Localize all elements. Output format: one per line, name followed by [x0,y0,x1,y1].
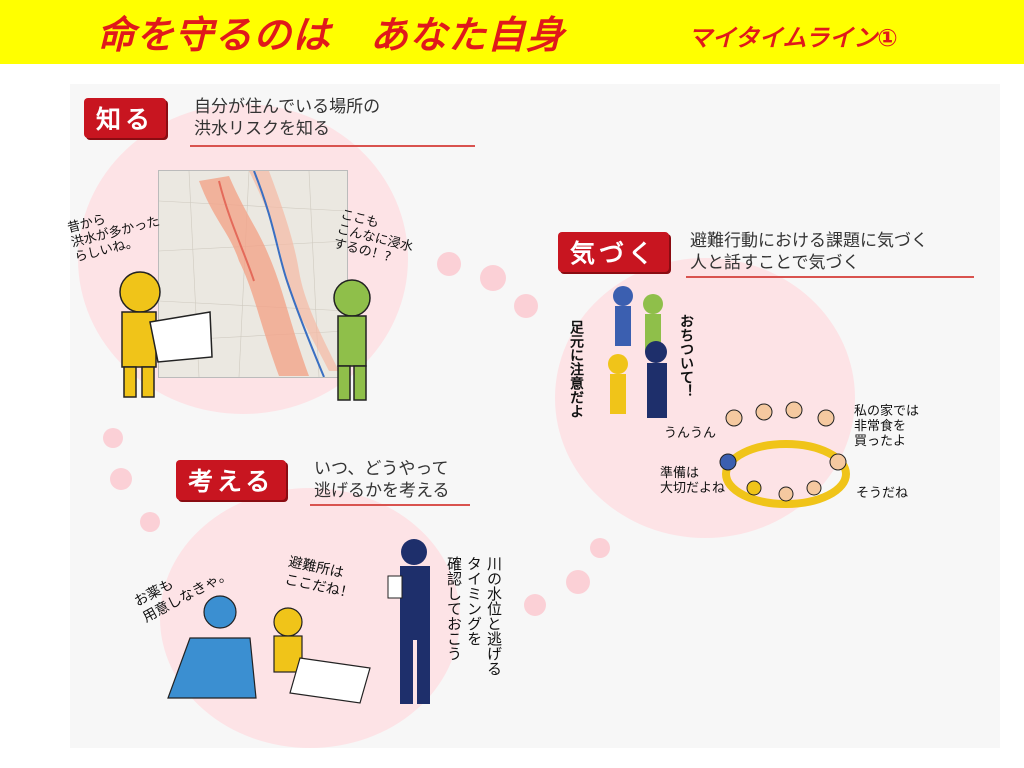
connector-dot [566,570,590,594]
speech-line: 大切だよね [660,481,726,496]
child-reading-map-figure [119,271,213,398]
connector-dot [110,468,132,490]
kizuku-speech-unun: うんうん [664,426,717,441]
kizuku-vertical-speech-right: おちついて！ [678,314,694,398]
connector-dot [524,594,546,616]
kangaeru-badge: 考える [176,460,287,500]
evacuating-group-figure [608,286,667,418]
kangaeru-vertical-line1: 川の水位と逃げる [485,556,503,676]
speech-line: 私の家では [854,404,920,419]
kizuku-speech-souda: そうだね [856,486,909,501]
family-planning-figure [167,595,371,704]
title-banner [0,0,1024,64]
kangaeru-underline [310,504,470,506]
page-title: 命を守るのは あなた自身 [97,13,566,57]
connector-dot [514,294,538,318]
kangaeru-vertical-line3: 確認しておこう [445,556,463,661]
speech-line: 買ったよ [854,434,907,449]
kangaeru-vertical-line2: タイミングを [465,556,483,646]
kizuku-underline [686,276,974,278]
kizuku-circle [555,258,855,538]
speech-line: 準備は [660,466,700,481]
shiru-description-line2: 洪水リスクを知る [194,119,330,139]
kizuku-speech-hijou: 私の家では 非常食を 買ったよ [854,404,919,449]
kangaeru-description-line2: 逃げるかを考える [314,481,450,501]
kizuku-speech-junbi: 準備は 大切だよね [660,466,725,496]
connector-dot [437,252,461,276]
page-subtitle: マイタイムライン① [688,24,898,52]
shiru-underline [190,145,475,147]
child-surprised-figure [333,279,371,401]
connector-dot [140,512,160,532]
kizuku-description-line1: 避難行動における課題に気づく [690,231,928,251]
adult-with-phone-figure [387,539,430,704]
speech-line: 非常食を [854,419,907,434]
kizuku-description-line2: 人と話すことで気づく [690,253,860,273]
community-meeting-figure [719,401,850,508]
kizuku-vertical-speech-left: 足元に注意だよ [568,320,584,418]
shiru-description-line1: 自分が住んでいる場所の [194,97,381,117]
kizuku-badge: 気づく [558,232,670,272]
connector-dot [103,428,123,448]
kangaeru-description-line1: いつ、どうやって [314,459,449,479]
connector-dot [590,538,610,558]
connector-dot [480,265,506,291]
shiru-badge: 知る [84,98,167,138]
